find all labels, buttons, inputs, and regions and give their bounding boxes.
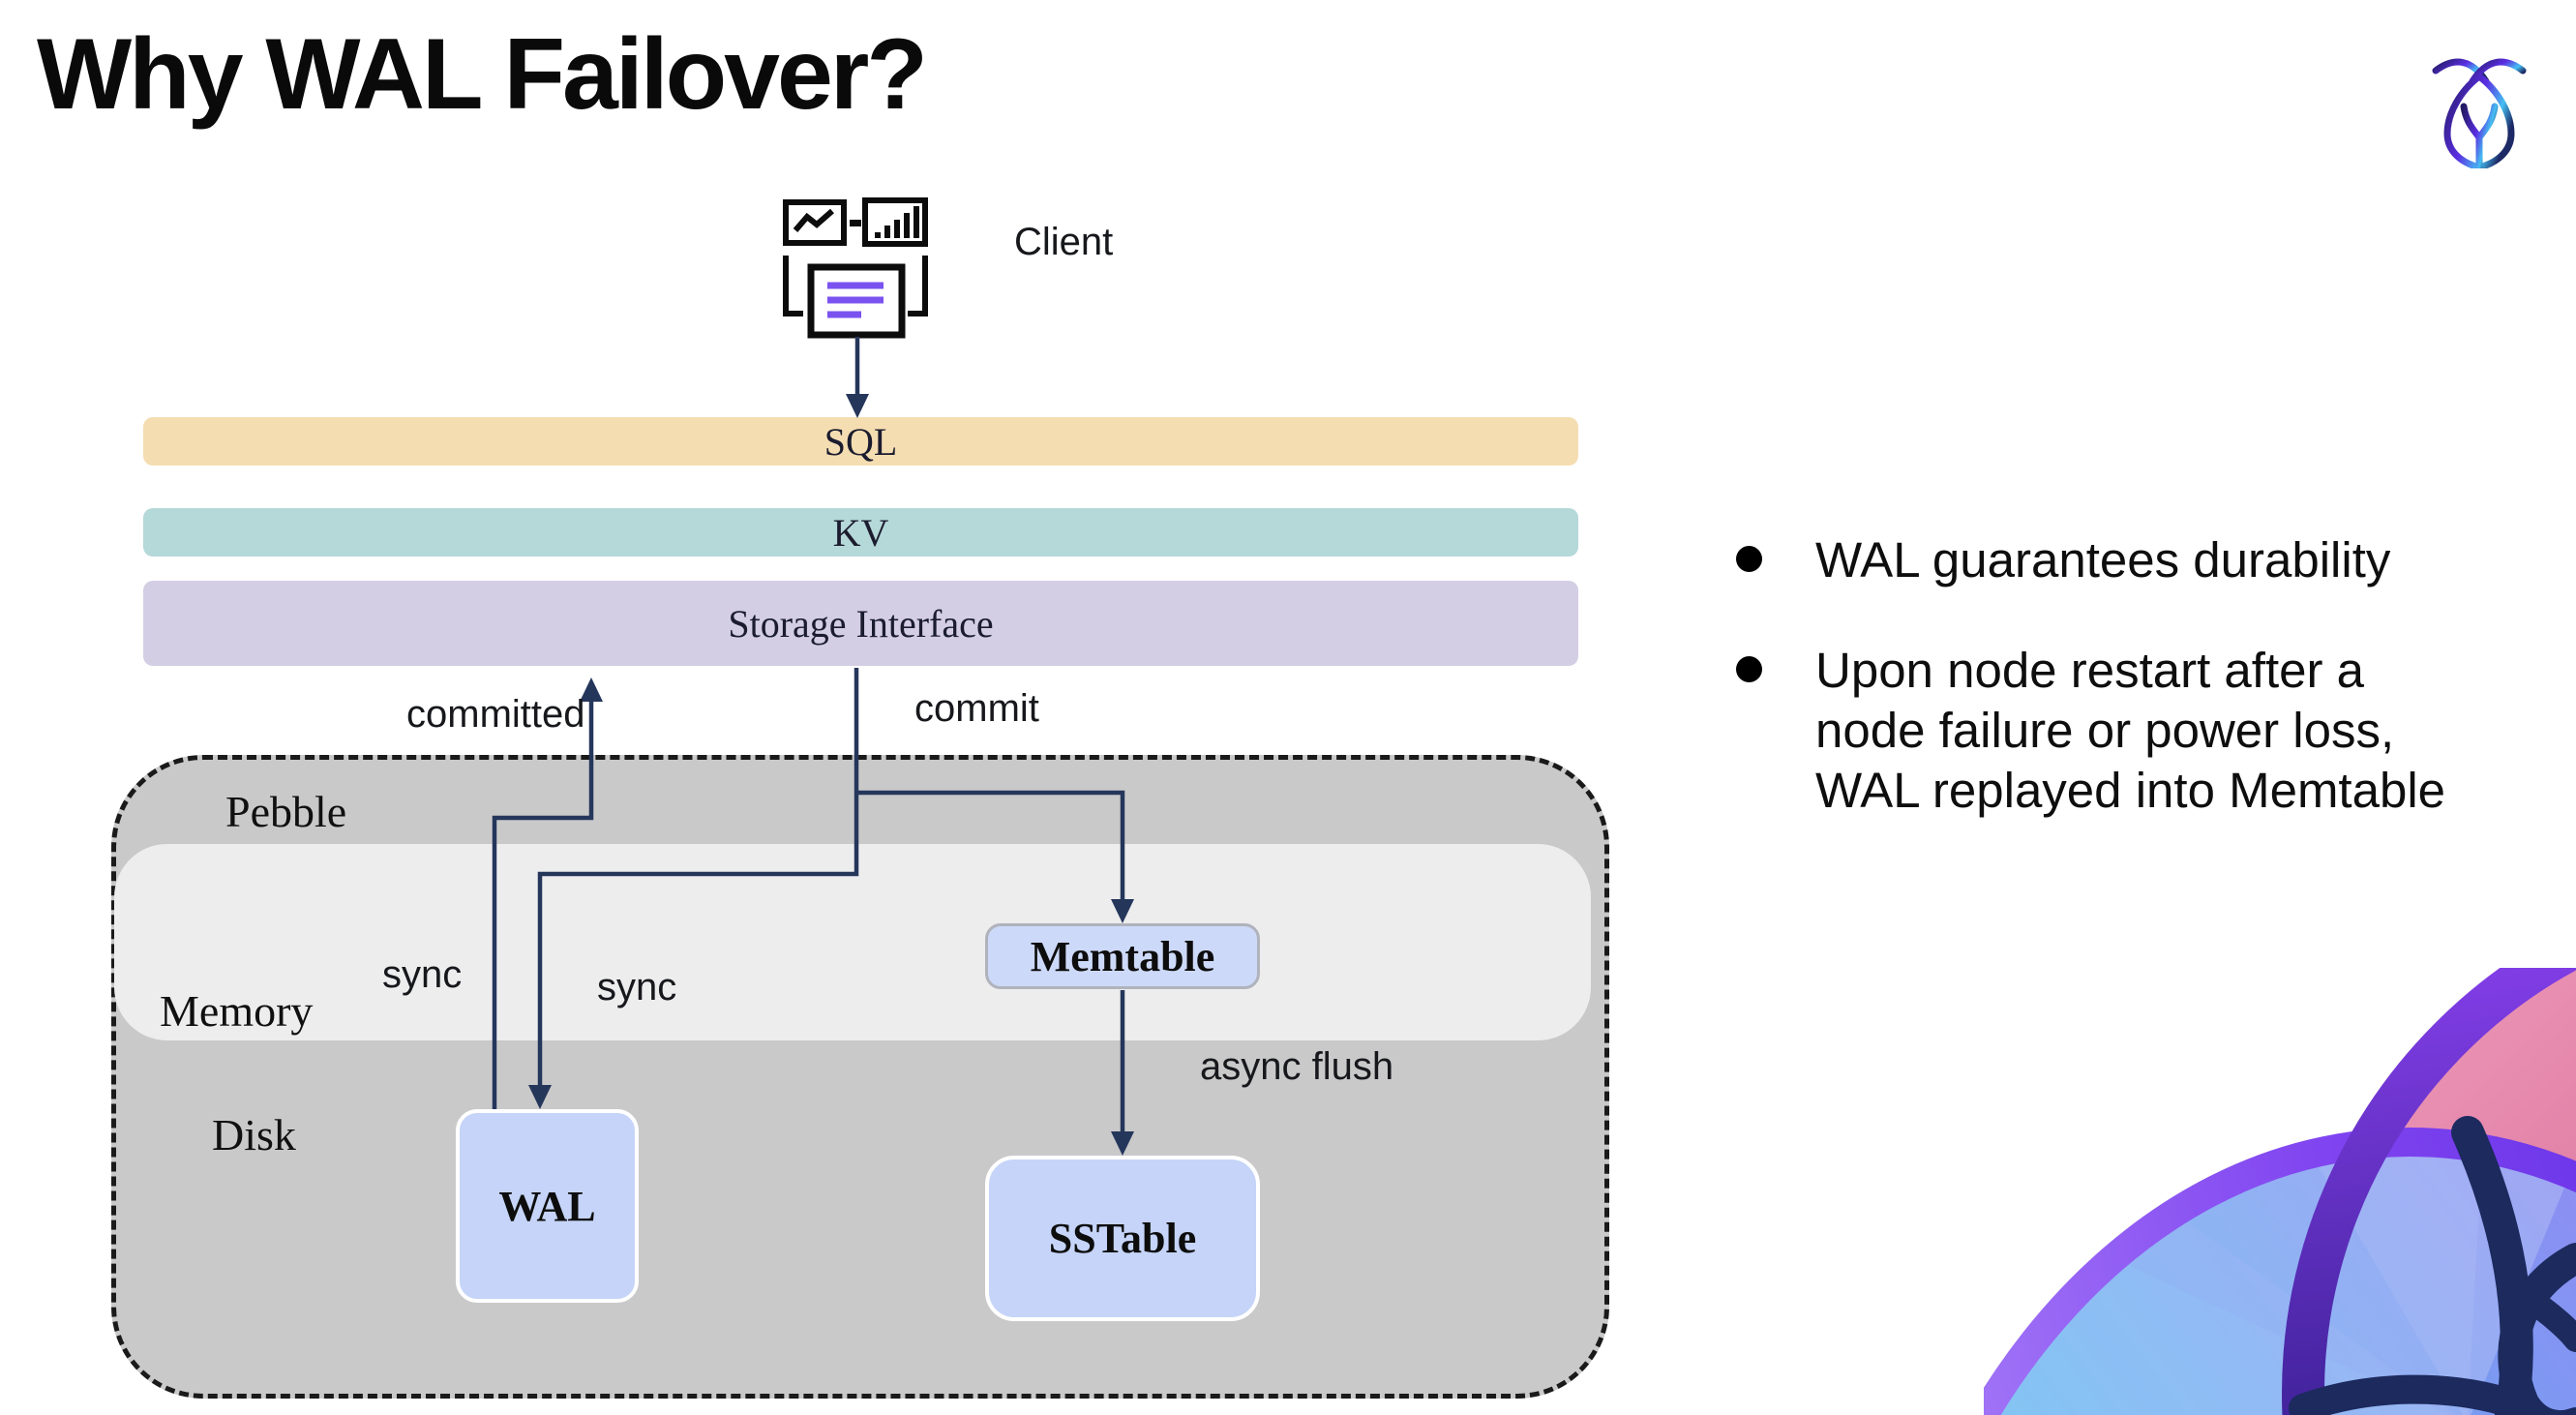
bullet-item: Upon node restart after a node failure o… <box>1730 641 2562 821</box>
logo-body-veins <box>2460 103 2499 168</box>
edge-label-commit: commit <box>914 687 1039 730</box>
client-dash <box>850 220 861 226</box>
memory-label: Memory <box>160 986 314 1036</box>
box-wal: WAL <box>456 1109 639 1303</box>
brand-artwork <box>1984 968 2576 1415</box>
client-bracket-right <box>908 256 928 316</box>
memory-band <box>114 844 1591 1040</box>
bullet-text: Upon node restart after a node failure o… <box>1815 643 2446 818</box>
box-memtable: Memtable <box>985 923 1260 989</box>
client-document-lines <box>827 282 884 318</box>
bullet-list: WAL guarantees durability Upon node rest… <box>1730 530 2562 871</box>
edge-label-committed: committed <box>406 693 585 736</box>
art-purple-rim <box>1984 1128 2576 1415</box>
bullet-item: WAL guarantees durability <box>1730 530 2562 590</box>
client-bracket-left <box>783 256 803 316</box>
disk-label: Disk <box>212 1110 296 1159</box>
cockroachdb-logo-icon <box>2432 58 2527 168</box>
box-sstable: SSTable <box>985 1156 1260 1321</box>
client-linechart-glyph <box>793 208 834 232</box>
layer-storage-interface: Storage Interface <box>143 581 1578 666</box>
pebble-label: Pebble <box>225 787 347 836</box>
bullet-text: WAL guarantees durability <box>1815 532 2391 587</box>
art-teal-body <box>1984 1142 2576 1415</box>
layer-sql: SQL <box>143 417 1578 466</box>
edge-label-sync-right: sync <box>597 966 677 1009</box>
edge-label-async-flush: async flush <box>1200 1045 1394 1088</box>
bullet-dot <box>1736 656 1762 682</box>
client-icon <box>783 197 928 339</box>
client-barchart-glyph <box>875 206 919 238</box>
bullet-dot <box>1736 546 1762 572</box>
page-title: Why WAL Failover? <box>37 18 928 131</box>
layer-kv: KV <box>143 508 1578 557</box>
edge-label-sync-left: sync <box>382 953 463 996</box>
client-label: Client <box>1014 221 1114 263</box>
art-roach-veins <box>2289 1116 2576 1415</box>
